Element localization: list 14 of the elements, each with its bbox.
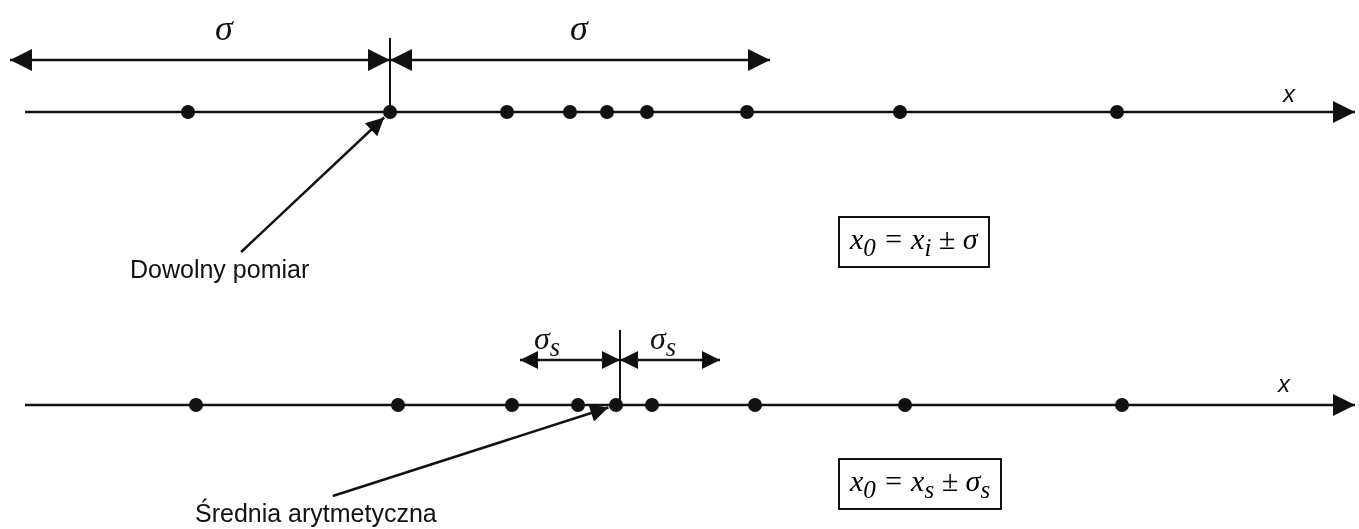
leader-arrow: [240, 116, 386, 253]
data-point: [383, 105, 397, 119]
sigma-label: σ$_{s}$: [534, 322, 561, 362]
axis-label: x: [1278, 372, 1290, 396]
sigma-label: σ: [570, 10, 588, 46]
sigma-label: σ: [215, 10, 233, 46]
data-point: [609, 398, 623, 412]
axis-label: x: [1283, 82, 1295, 106]
annotation-text: Średnia arytmetyczna: [195, 498, 437, 528]
sigma-label: σ$_{s}$: [650, 322, 677, 362]
formula-box: x$_{0}$ = x$_{i}$ ± σ: [838, 216, 990, 268]
leader-arrow: [332, 404, 609, 498]
formula-box: x$_{0}$ = x$_{s}$ ± σ$_{s}$: [838, 458, 1003, 510]
annotation-text: Dowolny pomiar: [130, 254, 310, 284]
